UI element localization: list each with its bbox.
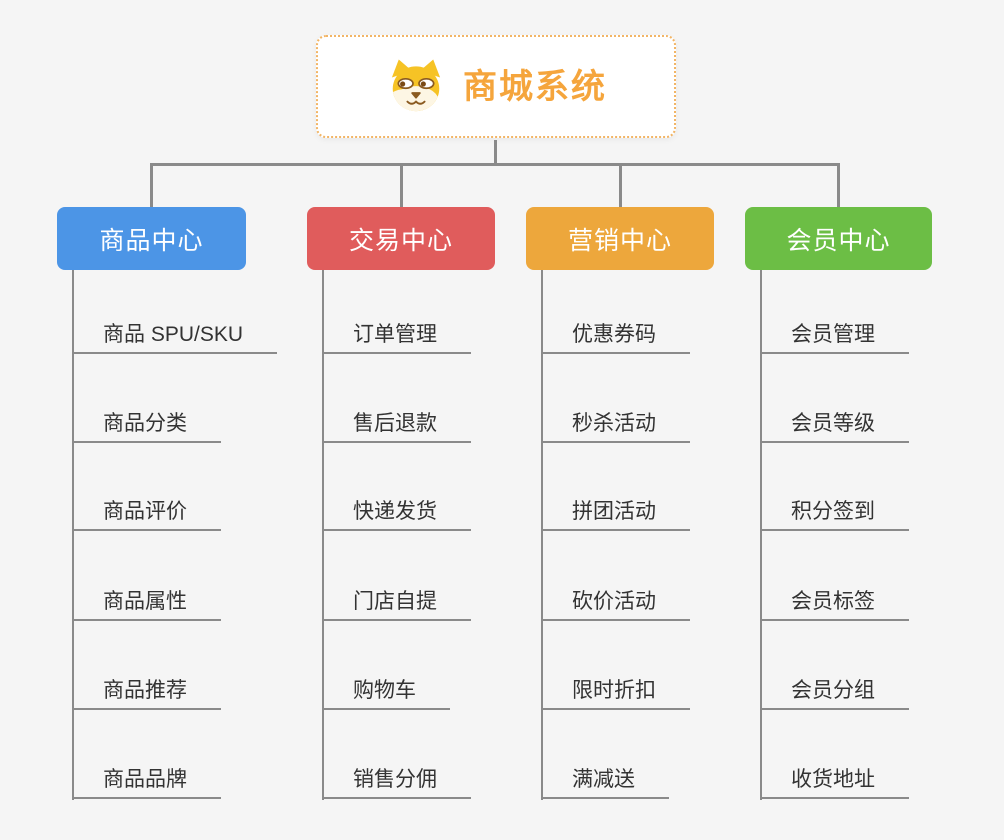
topic-item[interactable]: 销售分佣 <box>322 763 471 799</box>
topic-item[interactable]: 商品品牌 <box>72 763 221 799</box>
branch-children-marketing-center: 优惠券码 秒杀活动 拼团活动 砍价活动 限时折扣 满减送 <box>541 270 771 800</box>
topic-item[interactable]: 限时折扣 <box>541 674 690 710</box>
topic-item[interactable]: 售后退款 <box>322 407 471 443</box>
connector-drop-product <box>150 165 153 207</box>
topic-item[interactable]: 商品分类 <box>72 407 221 443</box>
topic-item[interactable]: 优惠券码 <box>541 318 690 354</box>
topic-item[interactable]: 秒杀活动 <box>541 407 690 443</box>
topic-item[interactable]: 门店自提 <box>322 585 471 621</box>
connector-root-stub <box>494 140 497 165</box>
branch-node-product-center[interactable]: 商品中心 <box>57 207 246 270</box>
topic-item[interactable]: 商品评价 <box>72 495 221 531</box>
connector-horizontal-bar <box>150 163 840 166</box>
topic-item[interactable]: 商品 SPU/SKU <box>72 318 278 354</box>
connector-drop-member <box>837 165 840 207</box>
topic-item[interactable]: 会员等级 <box>760 407 909 443</box>
shiba-dog-icon <box>385 57 447 117</box>
topic-item[interactable]: 商品推荐 <box>72 674 221 710</box>
topic-item[interactable]: 会员管理 <box>760 318 909 354</box>
root-title: 商城系统 <box>463 67 607 106</box>
topic-item[interactable]: 积分签到 <box>760 495 909 531</box>
topic-item[interactable]: 订单管理 <box>322 318 471 354</box>
branch-node-member-center[interactable]: 会员中心 <box>745 207 932 270</box>
branch-children-product-center: 商品 SPU/SKU 商品分类 商品评价 商品属性 商品推荐 商品品牌 <box>72 270 302 800</box>
branch-node-trade-center[interactable]: 交易中心 <box>307 207 495 270</box>
topic-item[interactable]: 拼团活动 <box>541 495 690 531</box>
topic-item[interactable]: 砍价活动 <box>541 585 690 621</box>
connector-drop-trade <box>400 165 403 207</box>
connector-drop-marketing <box>619 165 622 207</box>
topic-item[interactable]: 购物车 <box>322 674 450 710</box>
topic-item[interactable]: 收货地址 <box>760 763 909 799</box>
topic-item[interactable]: 快递发货 <box>322 495 471 531</box>
branch-children-trade-center: 订单管理 售后退款 快递发货 门店自提 购物车 销售分佣 <box>322 270 552 800</box>
branch-node-marketing-center[interactable]: 营销中心 <box>526 207 714 270</box>
topic-item[interactable]: 会员分组 <box>760 674 909 710</box>
topic-item[interactable]: 商品属性 <box>72 585 221 621</box>
branch-children-member-center: 会员管理 会员等级 积分签到 会员标签 会员分组 收货地址 <box>760 270 990 800</box>
root-node[interactable]: 商城系统 <box>316 35 676 138</box>
topic-item[interactable]: 满减送 <box>541 763 669 799</box>
topic-item[interactable]: 会员标签 <box>760 585 909 621</box>
